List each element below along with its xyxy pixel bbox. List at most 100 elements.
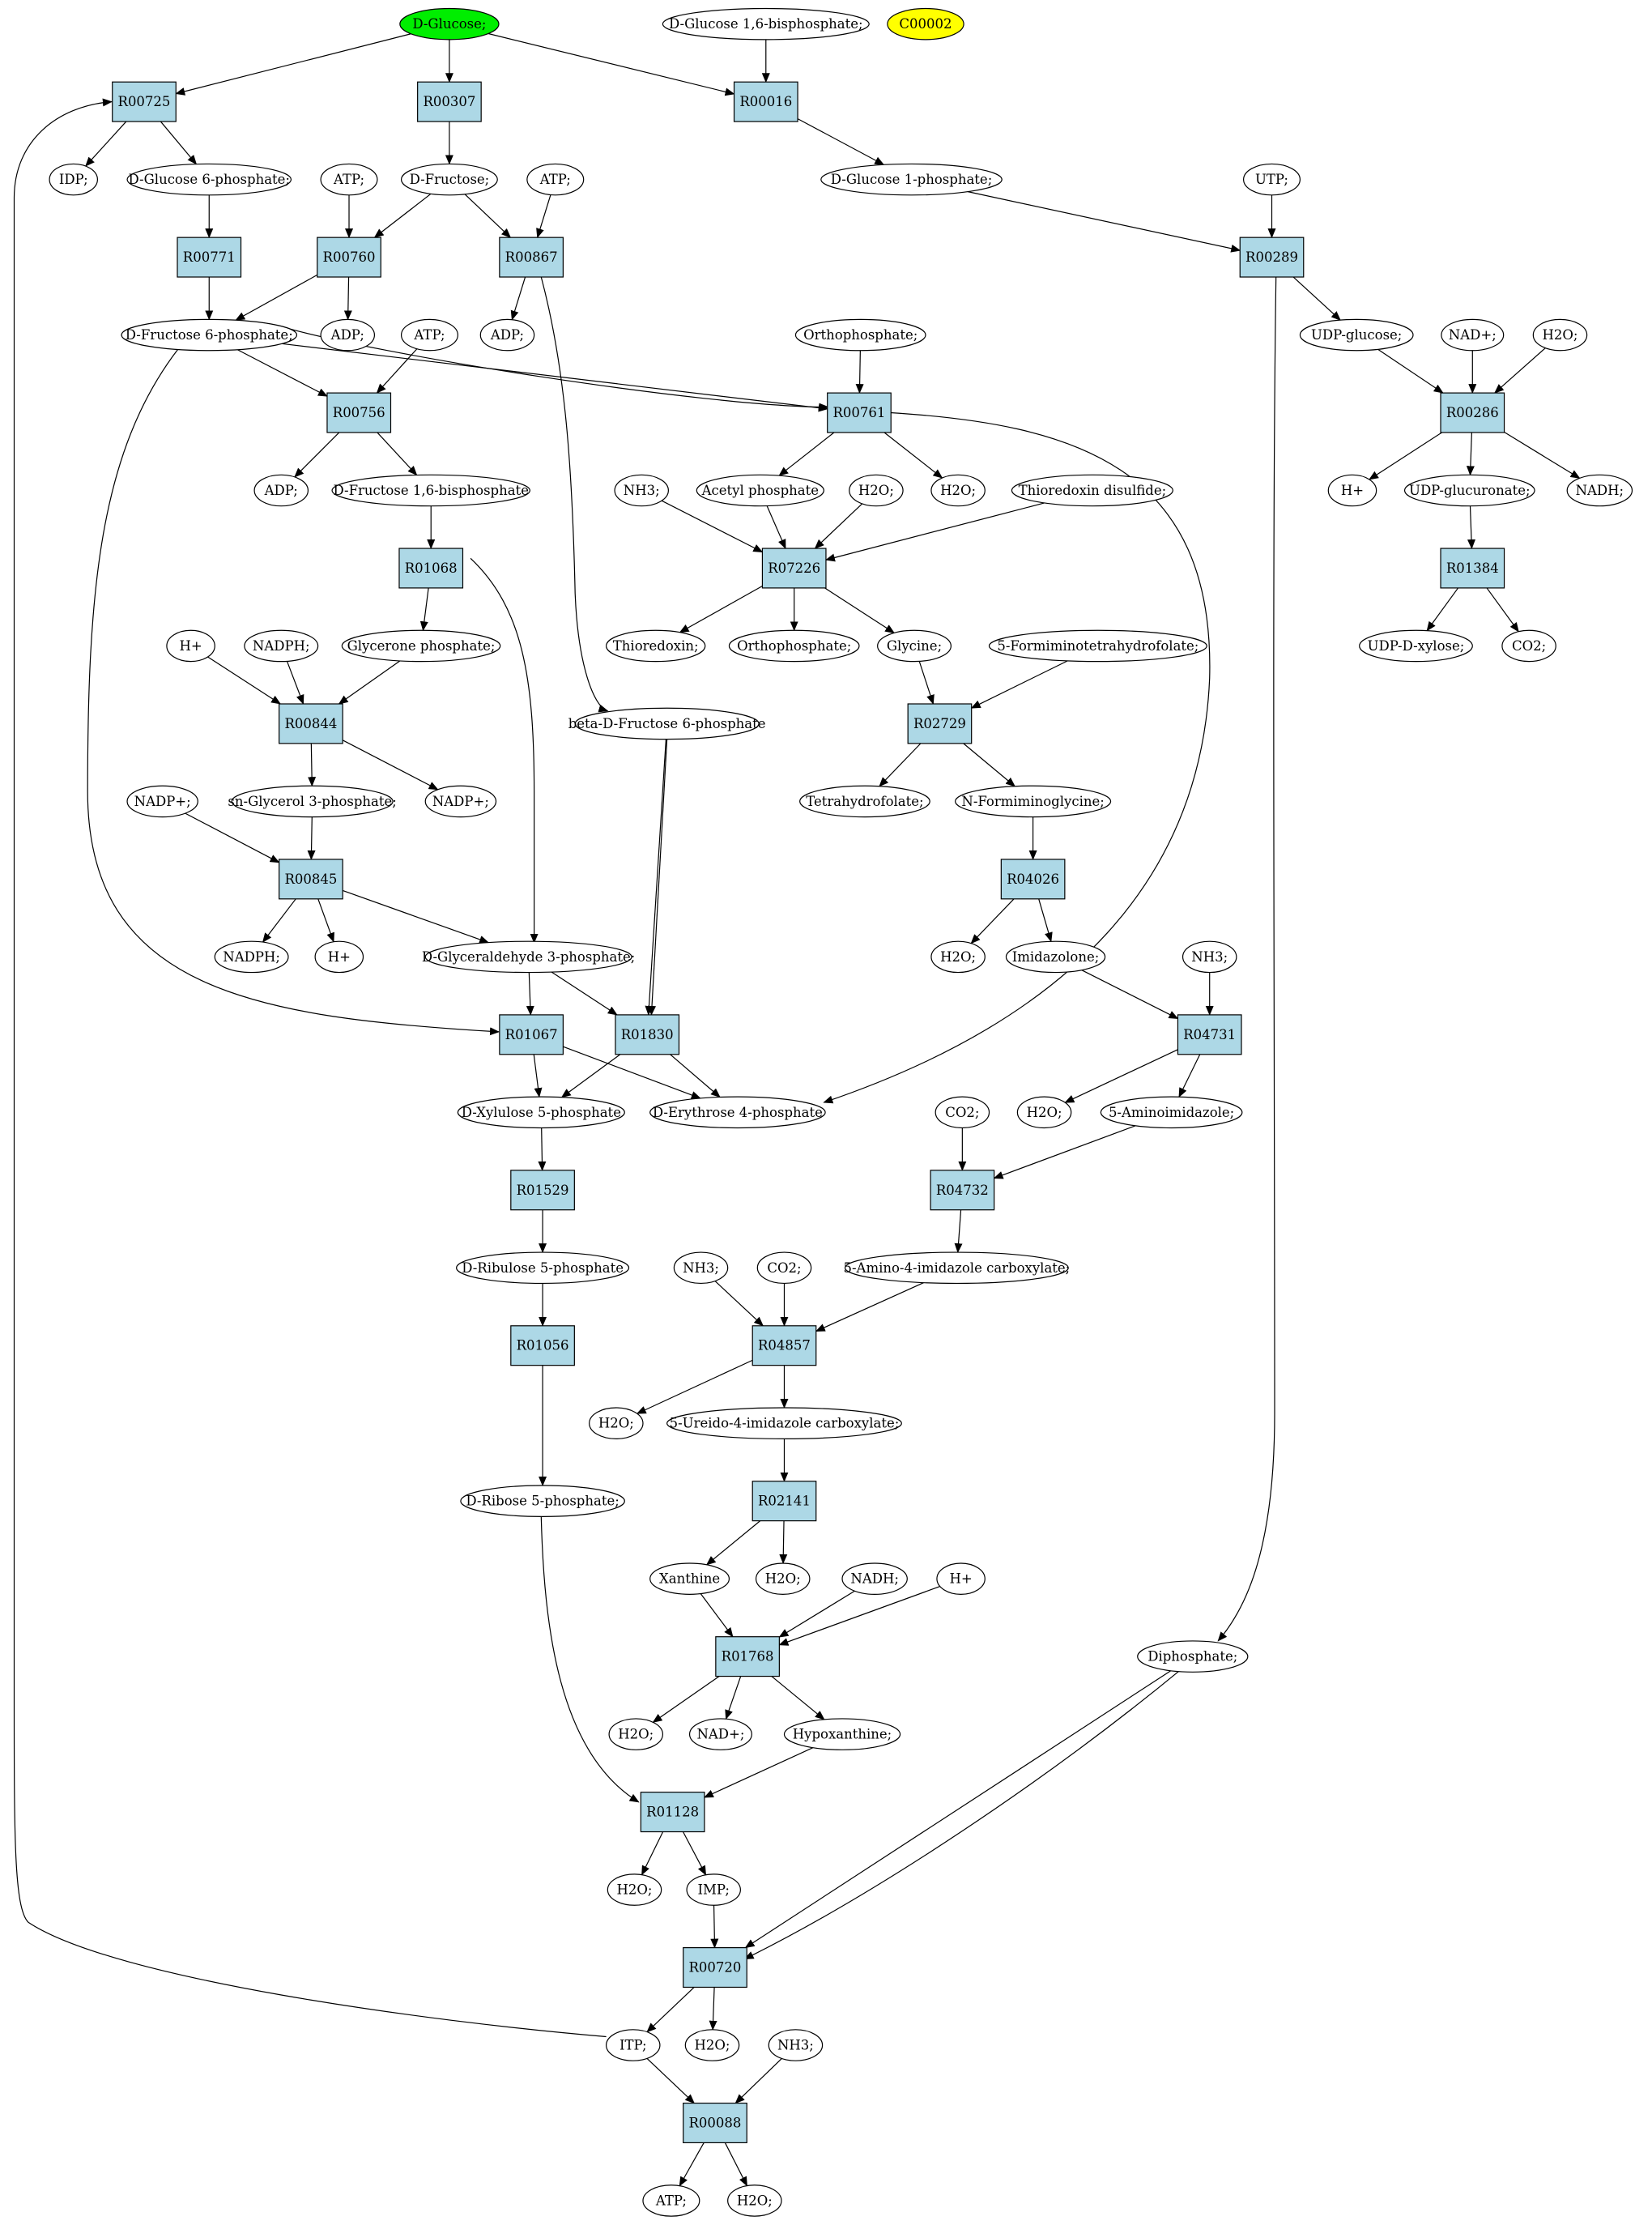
compound-node-c-c00002[interactable]: C00002 [887, 7, 964, 40]
reaction-node-r-00088[interactable]: R00088 [683, 2102, 747, 2144]
compound-node-c-hplus3[interactable]: H+ [314, 940, 364, 974]
compound-node-c-aica[interactable]: 5-Amino-4-imidazole carboxylate; [843, 1251, 1070, 1285]
compound-node-c-aminoimidazole[interactable]: 5-Aminoimidazole; [1100, 1096, 1243, 1129]
compound-node-c-fbp[interactable]: D-Fructose 1,6-bisphosphate [331, 474, 530, 507]
compound-node-c-e4p[interactable]: D-Erythrose 4-phosphate [649, 1096, 826, 1129]
compound-node-c-hplus1[interactable]: H+ [1327, 474, 1377, 507]
compound-node-c-h2o11[interactable]: H2O; [727, 2185, 782, 2217]
compound-node-c-imp[interactable]: IMP; [686, 1873, 741, 1906]
reaction-node-r-00016[interactable]: R00016 [733, 81, 798, 122]
compound-node-c-h2o6[interactable]: H2O; [589, 1407, 644, 1440]
compound-node-c-adp2[interactable]: ADP; [479, 318, 535, 352]
reaction-node-r-01067[interactable]: R01067 [499, 1014, 564, 1055]
compound-node-c-h2o7[interactable]: H2O; [755, 1562, 811, 1595]
reaction-node-r-04026[interactable]: R04026 [1000, 859, 1066, 900]
compound-node-c-g16bp[interactable]: D-Glucose 1,6-bisphosphate; [662, 7, 870, 40]
reaction-node-r-01529[interactable]: R01529 [510, 1170, 575, 1211]
compound-node-c-thf[interactable]: Tetrahydrofolate; [799, 785, 930, 818]
reaction-node-r-02729[interactable]: R02729 [907, 703, 973, 744]
compound-node-c-h2o5[interactable]: H2O; [1016, 1096, 1072, 1129]
compound-node-c-adp1[interactable]: ADP; [320, 318, 376, 352]
compound-node-c-h2o3[interactable]: H2O; [930, 474, 986, 507]
compound-node-c-h2o10[interactable]: H2O; [684, 2029, 740, 2061]
compound-node-c-gap[interactable]: D-Glyceraldehyde 3-phosphate; [422, 940, 635, 974]
compound-node-c-formiminothf[interactable]: 5-Formiminotetrahydrofolate; [988, 629, 1207, 663]
compound-node-c-nadph1[interactable]: NADPH; [244, 629, 319, 663]
reaction-node-r-01068[interactable]: R01068 [398, 548, 464, 589]
compound-node-c-hplus4[interactable]: H+ [936, 1562, 986, 1595]
compound-node-c-ru5p[interactable]: D-Ribulose 5-phosphate [456, 1251, 630, 1285]
compound-node-c-diphosphate[interactable]: Diphosphate; [1137, 1640, 1249, 1673]
compound-node-c-bf6p[interactable]: beta-D-Fructose 6-phosphate [568, 707, 766, 740]
compound-node-c-h2o4[interactable]: H2O; [930, 940, 986, 974]
compound-node-c-glucose[interactable]: D-Glucose; [399, 7, 500, 40]
compound-node-c-acetylphosphate[interactable]: Acetyl phosphate [696, 474, 824, 507]
compound-node-c-g3p-sn[interactable]: sn-Glycerol 3-phosphate; [228, 785, 397, 818]
reaction-node-r-02141[interactable]: R02141 [751, 1481, 817, 1522]
compound-node-c-udpxylose[interactable]: UDP-D-xylose; [1359, 629, 1473, 663]
compound-node-c-glycine[interactable]: Glycine; [877, 629, 952, 663]
compound-node-c-xanthine[interactable]: Xanthine [649, 1562, 730, 1595]
compound-node-c-idp[interactable]: IDP; [49, 163, 99, 196]
compound-node-c-fructose[interactable]: D-Fructose; [400, 163, 498, 196]
compound-node-c-co2-2[interactable]: CO2; [935, 1096, 990, 1129]
compound-node-c-g1p[interactable]: D-Glucose 1-phosphate; [820, 163, 1003, 196]
reaction-node-r-01128[interactable]: R01128 [640, 1792, 705, 1833]
compound-node-c-atp3[interactable]: ATP; [400, 318, 458, 352]
reaction-node-r-00760[interactable]: R00760 [317, 237, 381, 278]
reaction-node-r-00845[interactable]: R00845 [279, 859, 343, 900]
reaction-node-r-07226[interactable]: R07226 [761, 548, 827, 589]
compound-node-c-h2o1[interactable]: H2O; [1532, 318, 1588, 352]
compound-node-c-h2o8[interactable]: H2O; [608, 1718, 664, 1750]
compound-node-c-thioredoxin-disulfide[interactable]: Thioredoxin disulfide; [1011, 474, 1173, 507]
compound-node-c-atp1[interactable]: ATP; [320, 163, 378, 196]
compound-node-c-co2-1[interactable]: CO2; [1501, 629, 1556, 663]
compound-node-c-udpglucose[interactable]: UDP-glucose; [1299, 318, 1414, 352]
reaction-node-r-01830[interactable]: R01830 [615, 1014, 680, 1055]
compound-node-c-atp4[interactable]: ATP; [642, 2185, 700, 2217]
compound-node-c-nh3-4[interactable]: NH3; [768, 2029, 824, 2061]
compound-node-c-r5p[interactable]: D-Ribose 5-phosphate; [460, 1485, 625, 1517]
compound-node-c-nad2[interactable]: NAD+; [688, 1718, 752, 1750]
compound-node-c-nh3-3[interactable]: NH3; [673, 1251, 729, 1285]
compound-node-c-xu5p[interactable]: D-Xylulose 5-phosphate [457, 1096, 625, 1129]
compound-node-c-orthophosphate1[interactable]: Orthophosphate; [794, 318, 926, 352]
reaction-node-r-04857[interactable]: R04857 [751, 1325, 817, 1366]
compound-node-c-thioredoxin[interactable]: Thioredoxin; [606, 629, 706, 663]
compound-node-c-h2o9[interactable]: H2O; [607, 1873, 662, 1906]
compound-node-c-hplus2[interactable]: H+ [166, 629, 215, 663]
reaction-node-r-00307[interactable]: R00307 [417, 81, 482, 122]
compound-node-c-f6p[interactable]: D-Fructose 6-phosphate; [121, 318, 298, 352]
compound-node-c-formiminoglycine[interactable]: N-Formiminoglycine; [955, 785, 1112, 818]
compound-node-c-hypoxanthine[interactable]: Hypoxanthine; [783, 1718, 901, 1750]
compound-node-c-g6p[interactable]: D-Glucose 6-phosphate; [126, 163, 292, 196]
compound-node-c-nadp2[interactable]: NADP+; [424, 785, 497, 818]
reaction-node-r-04732[interactable]: R04732 [930, 1170, 995, 1211]
compound-node-c-udpglucuronate[interactable]: UDP-glucuronate; [1403, 474, 1535, 507]
compound-node-c-nadh1[interactable]: NADH; [1566, 474, 1633, 507]
compound-node-c-nad1[interactable]: NAD+; [1441, 318, 1505, 352]
compound-node-c-adp3[interactable]: ADP; [253, 474, 309, 507]
compound-node-c-ureido[interactable]: 5-Ureido-4-imidazole carboxylate; [666, 1407, 902, 1440]
compound-node-c-co2-3[interactable]: CO2; [756, 1251, 812, 1285]
reaction-node-r-01056[interactable]: R01056 [510, 1325, 575, 1366]
reaction-node-r-00761[interactable]: R00761 [827, 392, 892, 433]
reaction-node-r-00756[interactable]: R00756 [326, 392, 392, 433]
compound-node-c-nadh2[interactable]: NADH; [841, 1562, 908, 1595]
compound-node-c-orthophosphate2[interactable]: Orthophosphate; [728, 629, 860, 663]
compound-node-c-itp[interactable]: ITP; [606, 2029, 661, 2061]
compound-node-c-atp2[interactable]: ATP; [526, 163, 585, 196]
compound-node-c-nadph2[interactable]: NADPH; [214, 940, 289, 974]
compound-node-c-utp[interactable]: UTP; [1242, 163, 1301, 196]
reaction-node-r-00771[interactable]: R00771 [177, 237, 242, 278]
reaction-node-r-04731[interactable]: R04731 [1177, 1014, 1242, 1055]
reaction-node-r-00289[interactable]: R00289 [1239, 237, 1305, 278]
compound-node-c-nh3-1[interactable]: NH3; [614, 474, 669, 507]
reaction-node-r-00725[interactable]: R00725 [112, 81, 177, 122]
compound-node-c-glycerone-phosphate[interactable]: Glycerone phosphate; [341, 629, 501, 663]
reaction-node-r-00286[interactable]: R00286 [1440, 392, 1505, 433]
compound-node-c-nh3-2[interactable]: NH3; [1182, 940, 1237, 974]
reaction-node-r-00720[interactable]: R00720 [683, 1947, 747, 1988]
compound-node-c-imidazolone[interactable]: Imidazolone; [1005, 940, 1106, 974]
compound-node-c-h2o2[interactable]: H2O; [849, 474, 904, 507]
